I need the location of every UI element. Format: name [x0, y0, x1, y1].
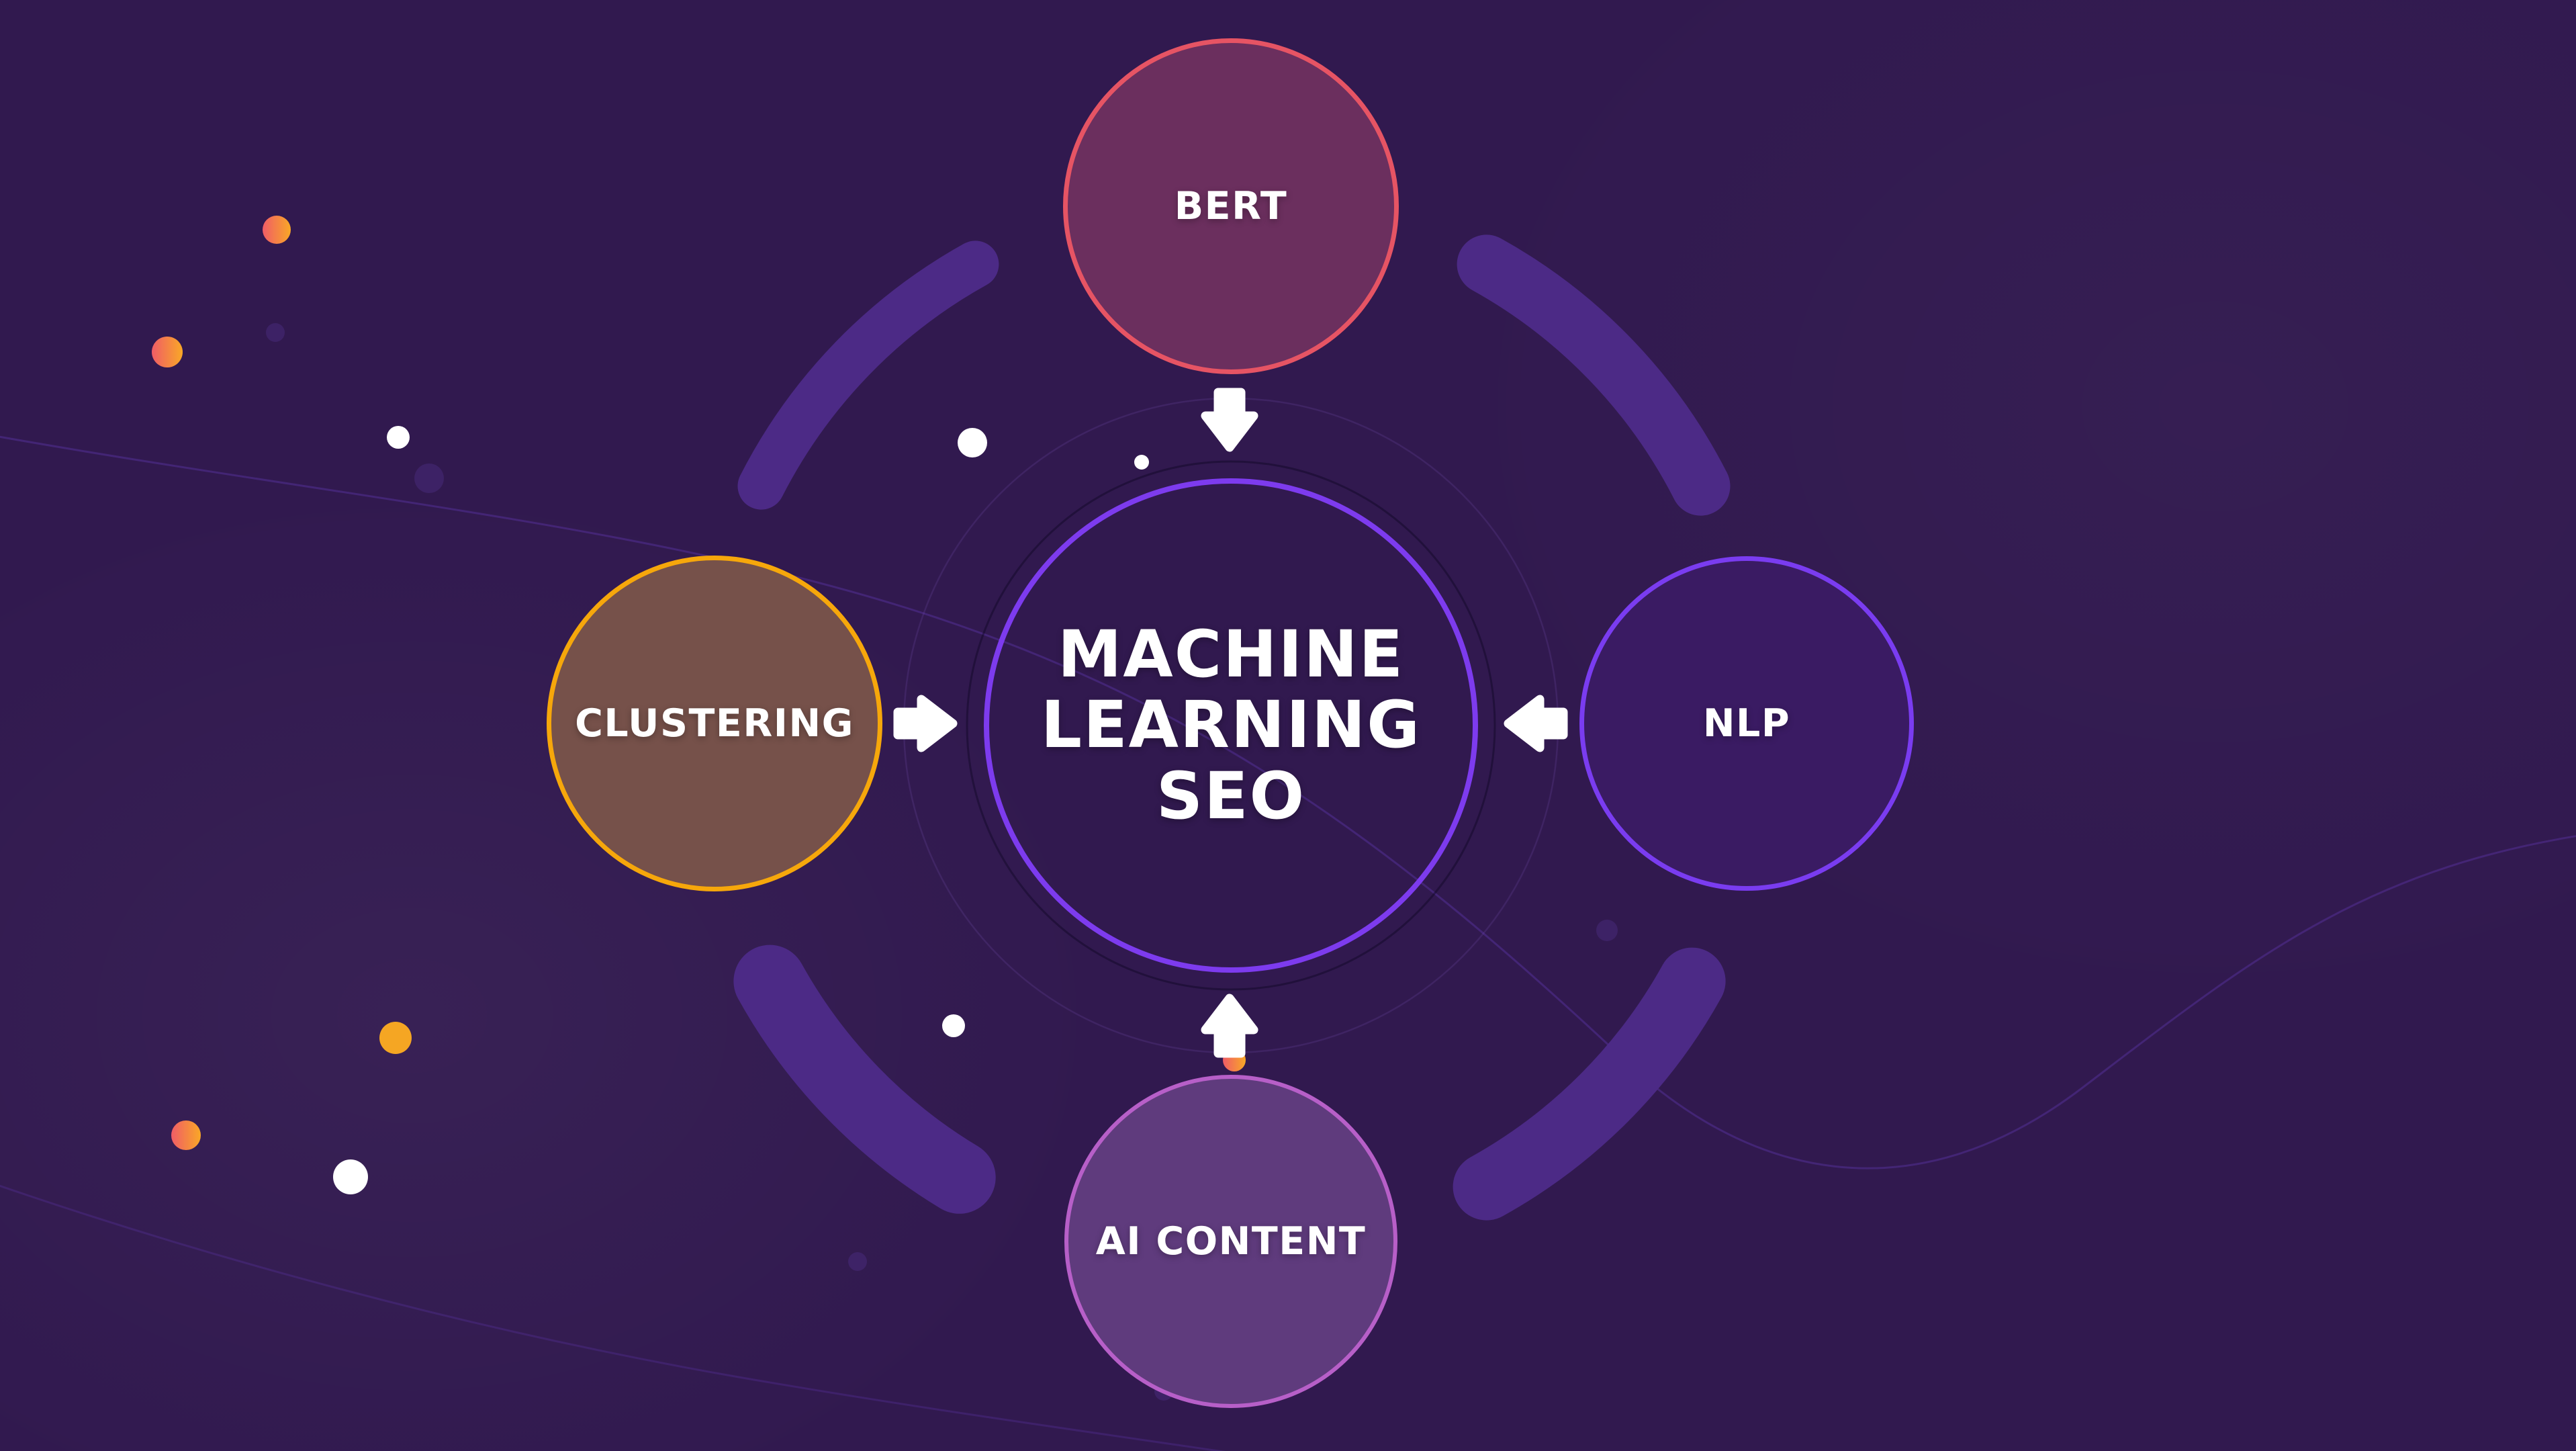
node-clustering: CLUSTERING [547, 556, 882, 891]
node-clustering-label: CLUSTERING [575, 701, 854, 746]
background-wave-line [0, 1184, 1226, 1451]
node-bert: BERT [1063, 38, 1399, 374]
node-nlp-label: NLP [1702, 701, 1791, 746]
decor-dot-amber [379, 1022, 412, 1054]
arrow-right-icon [893, 695, 958, 752]
node-bert-label: BERT [1174, 184, 1288, 228]
decor-dot-sunset [152, 337, 183, 367]
orbit-arc-bottom-right [1453, 947, 1726, 1221]
arrow-down-icon [1201, 388, 1258, 452]
orbit-arc-bottom-left [733, 944, 996, 1214]
decor-dot-white [942, 1014, 965, 1037]
background-wave-line [0, 435, 2576, 1170]
decor-dot-white [333, 1159, 368, 1194]
decor-dot-white [958, 428, 987, 457]
decor-dot-faint [266, 323, 285, 342]
orbit-arc-top-right [1457, 234, 1731, 516]
decor-dot-sunset [171, 1120, 201, 1150]
hub-faint-inner-ring [966, 460, 1496, 991]
node-machine-learning-seo: MACHINE LEARNING SEO [984, 478, 1478, 973]
hub-title-line: SEO [1156, 758, 1306, 834]
decor-dot-faint [1596, 920, 1618, 941]
decor-dot-faint [848, 1252, 867, 1271]
node-ai-content-label: AI CONTENT [1095, 1219, 1367, 1264]
orbit-arc-top-left [737, 240, 999, 510]
node-ai-content: AI CONTENT [1064, 1075, 1397, 1408]
arrow-left-icon [1504, 695, 1568, 752]
decor-dot-white [1134, 455, 1149, 470]
decor-dot-white [387, 426, 410, 449]
hub-title-line: LEARNING [1040, 687, 1422, 763]
decor-dot-sunset [263, 216, 291, 244]
hub-title-line: MACHINE [1057, 616, 1405, 692]
node-nlp: NLP [1579, 556, 1914, 891]
decor-dot-faint [414, 464, 444, 493]
arrow-up-icon [1201, 994, 1258, 1058]
